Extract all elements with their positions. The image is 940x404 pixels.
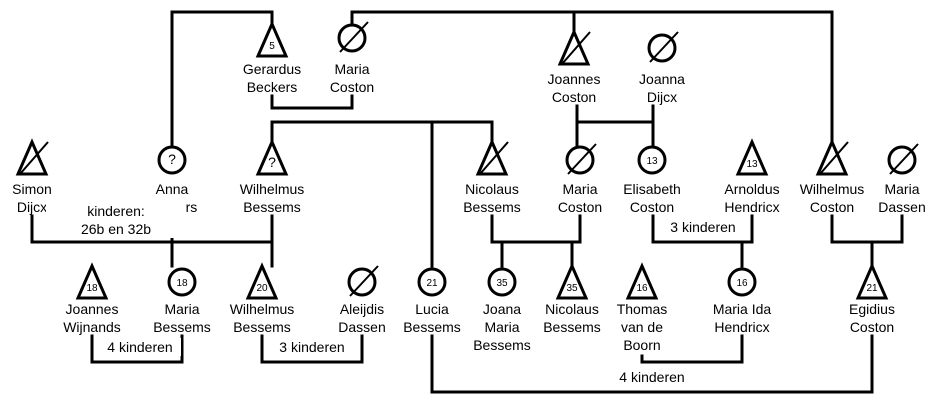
person-name-label: Joana Maria Bessems — [473, 301, 531, 353]
person-name-label: Nicolaus Bessems — [463, 181, 521, 215]
person-name-label: Maria Bessems — [153, 301, 211, 335]
generation-marker: 13 — [646, 156, 658, 167]
children-note: kinderen: 26b en 32b — [46, 202, 186, 238]
female-symbol-icon — [334, 21, 370, 62]
male-symbol-icon: 18 — [74, 262, 110, 304]
male-symbol-icon: 20 — [244, 262, 280, 304]
person-name-label: Joanna Dijcx — [639, 71, 685, 105]
deceased-slash-icon — [567, 143, 597, 175]
male-symbol-icon: 5 — [254, 20, 290, 62]
male-symbol-icon — [474, 138, 510, 180]
generation-marker: 16 — [736, 278, 748, 289]
person-name-label: Thomas van de Boorn — [616, 301, 668, 353]
deceased-slash-icon — [19, 141, 49, 175]
person-name-label: Maria Dassen — [878, 181, 926, 215]
children-note: 4 kinderen — [606, 368, 698, 386]
person-name-label: Joannes Wijnands — [63, 301, 121, 335]
generation-marker: ? — [168, 151, 176, 167]
person-name-label: Maria Coston — [557, 181, 603, 215]
person-name-label: Gerardus Beckers — [242, 61, 302, 95]
male-symbol-icon — [814, 138, 850, 180]
deceased-slash-icon — [349, 265, 379, 297]
generation-marker: ? — [268, 154, 276, 170]
generation-marker: 13 — [746, 159, 758, 170]
person-name-label: Wilhelmus Bessems — [229, 301, 295, 335]
person-name-label: Nicolaus Bessems — [543, 301, 601, 335]
female-symbol-icon: 21 — [414, 266, 450, 306]
male-symbol-icon: 13 — [734, 138, 770, 180]
male-symbol-icon — [14, 138, 50, 180]
male-symbol-icon: ? — [254, 138, 290, 180]
male-symbol-icon: 16 — [624, 262, 660, 304]
person-name-label: Arnoldus Hendricx — [724, 181, 780, 215]
person-name-label: Simon Dijcx — [12, 181, 52, 215]
children-note: 3 kinderen — [266, 338, 358, 356]
deceased-slash-icon — [561, 31, 591, 65]
generation-marker: 16 — [636, 283, 648, 294]
deceased-slash-icon — [819, 141, 849, 175]
female-symbol-icon: 35 — [484, 266, 520, 306]
female-symbol-icon: 18 — [164, 266, 200, 306]
person-name-label: Wilhelmus Bessems — [239, 181, 305, 215]
person-name-label: Joannes Coston — [547, 71, 601, 105]
male-symbol-icon — [556, 28, 592, 70]
generation-marker: 18 — [86, 283, 98, 294]
female-symbol-icon — [884, 143, 920, 184]
generation-marker: 5 — [269, 41, 275, 52]
deceased-slash-icon — [649, 31, 679, 63]
children-note: 4 kinderen — [99, 338, 181, 356]
generation-marker: 35 — [496, 278, 508, 289]
generation-marker: 18 — [176, 278, 188, 289]
deceased-slash-icon — [339, 21, 369, 53]
female-symbol-icon — [562, 143, 598, 184]
deceased-slash-icon — [479, 141, 509, 175]
male-symbol-icon: 35 — [554, 262, 590, 304]
generation-marker: 21 — [866, 283, 878, 294]
female-symbol-icon: 13 — [634, 144, 670, 184]
person-name-label: Lucia Bessems — [403, 301, 461, 335]
deceased-slash-icon — [889, 143, 919, 175]
female-symbol-icon: ? — [154, 144, 190, 184]
generation-marker: 20 — [256, 283, 268, 294]
generation-marker: 21 — [426, 278, 438, 289]
person-name-label: Wilhelmus Coston — [799, 181, 865, 215]
person-name-label: Egidius Coston — [849, 301, 895, 335]
person-name-label: Elisabeth Coston — [623, 181, 681, 215]
person-name-label: Aleijdis Dassen — [338, 301, 386, 335]
generation-marker: 35 — [566, 283, 578, 294]
children-note: 3 kinderen — [657, 218, 749, 236]
person-name-label: Maria Ida Hendricx — [712, 301, 772, 335]
female-symbol-icon — [344, 265, 380, 306]
person-name-label: Maria Coston — [329, 61, 375, 95]
male-symbol-icon: 21 — [854, 262, 890, 304]
female-symbol-icon: 16 — [724, 266, 760, 306]
female-symbol-icon — [644, 31, 680, 72]
